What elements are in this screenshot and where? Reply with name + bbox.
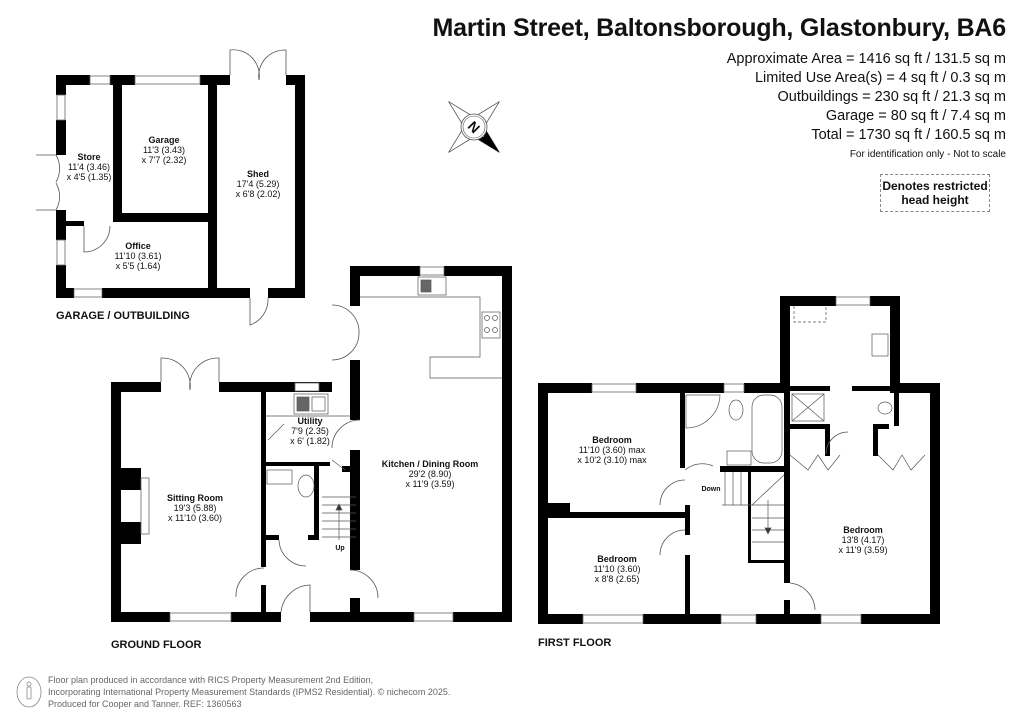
legend-line-1: Denotes restricted [882, 179, 988, 193]
area-total: Total = 1730 sq ft / 160.5 sq m [811, 127, 1006, 143]
stairs-ground [322, 496, 356, 540]
room-utility-dim1: 7'9 (2.35) [291, 426, 329, 436]
footer-line-2: Incorporating International Property Mea… [48, 687, 451, 697]
stairs-first [722, 472, 785, 543]
outbuilding-walls [56, 75, 305, 298]
room-shed-label: Shed [247, 169, 269, 179]
room-kitchen-dim1: 29'2 (8.90) [409, 469, 452, 479]
room-sitting-room-label: Sitting Room [167, 493, 223, 503]
room-kitchen-label: Kitchen / Dining Room [382, 459, 479, 469]
first-floor-doors [659, 431, 849, 611]
room-bedroom-2-dim2: x 8'8 (2.65) [595, 574, 640, 584]
section-label-ground-floor: GROUND FLOOR [111, 639, 201, 651]
area-outbuildings: Outbuildings = 230 sq ft / 21.3 sq m [777, 89, 1006, 105]
restricted-height-legend: Denotes restricted head height [880, 174, 990, 212]
room-bedroom-1-dim1: 11'10 (3.60) max [579, 445, 646, 455]
legend-line-2: head height [901, 193, 969, 207]
room-store-dim1: 11'4 (3.46) [68, 162, 110, 172]
room-store-dim2: x 4'5 (1.35) [67, 172, 112, 182]
stairs-up-label: Up [335, 545, 344, 552]
stairs-down-label: Down [701, 486, 720, 493]
room-bedroom-1-dim2: x 10'2 (3.10) max [577, 455, 647, 465]
first-floor-fixtures [685, 306, 926, 543]
room-office-dim2: x 5'5 (1.64) [116, 261, 161, 271]
footer-line-3: Produced for Cooper and Tanner. REF: 136… [48, 699, 242, 709]
first-floor-windows [582, 296, 871, 624]
room-garage-label: Garage [148, 135, 179, 145]
room-utility-label: Utility [297, 416, 322, 426]
ground-floor-doors [160, 304, 379, 613]
room-utility-dim2: x 6' (1.82) [290, 436, 330, 446]
disclaimer: For identification only - Not to scale [849, 149, 1006, 160]
room-sitting-room-dim1: 19'3 (5.88) [174, 503, 217, 513]
outbuilding-windows [56, 75, 201, 298]
footer: Floor plan produced in accordance with R… [48, 674, 450, 710]
area-summary: Approximate Area = 1416 sq ft / 131.5 sq… [727, 50, 1006, 162]
person-scale-icon [16, 676, 42, 708]
room-bedroom-3-label: Bedroom [843, 525, 883, 535]
first-floor-labels: Bedroom 11'10 (3.60) max x 10'2 (3.10) m… [577, 435, 887, 584]
area-approximate: Approximate Area = 1416 sq ft / 131.5 sq… [726, 51, 1006, 67]
room-garage-dim1: 11'3 (3.43) [143, 145, 185, 155]
compass-icon: N [448, 101, 500, 153]
outbuilding-doors [36, 49, 287, 326]
ground-floor-labels: Sitting Room 19'3 (5.88) x 11'10 (3.60) … [167, 416, 478, 552]
room-bedroom-3-dim1: 13'8 (4.17) [842, 535, 885, 545]
room-store-label: Store [77, 152, 100, 162]
section-label-outbuilding: GARAGE / OUTBUILDING [56, 310, 190, 322]
first-floor-walls [538, 296, 940, 624]
room-sitting-room-dim2: x 11'10 (3.60) [168, 513, 222, 523]
room-bedroom-1-label: Bedroom [592, 435, 632, 445]
room-bedroom-2-dim1: 11'10 (3.60) [593, 564, 640, 574]
section-label-first-floor: FIRST FLOOR [538, 637, 611, 649]
ground-floor-walls [111, 266, 512, 622]
ground-floor-windows [140, 266, 454, 622]
page-title: Martin Street, Baltonsborough, Glastonbu… [432, 14, 1006, 42]
area-garage: Garage = 80 sq ft / 7.4 sq m [825, 108, 1006, 124]
room-office-dim1: 11'10 (3.61) [114, 251, 161, 261]
outbuilding-labels: Store 11'4 (3.46) x 4'5 (1.35) Garage 11… [67, 135, 281, 271]
room-bedroom-3-dim2: x 11'9 (3.59) [838, 545, 887, 555]
room-office-label: Office [125, 241, 151, 251]
ground-floor-fixtures [266, 276, 502, 540]
room-kitchen-dim2: x 11'9 (3.59) [405, 479, 454, 489]
room-shed-dim2: x 6'8 (2.02) [236, 189, 281, 199]
room-bedroom-2-label: Bedroom [597, 554, 637, 564]
area-limited-use: Limited Use Area(s) = 4 sq ft / 0.3 sq m [754, 70, 1006, 86]
room-garage-dim2: x 7'7 (2.32) [142, 155, 187, 165]
room-shed-dim1: 17'4 (5.29) [237, 179, 280, 189]
footer-line-1: Floor plan produced in accordance with R… [48, 675, 374, 685]
